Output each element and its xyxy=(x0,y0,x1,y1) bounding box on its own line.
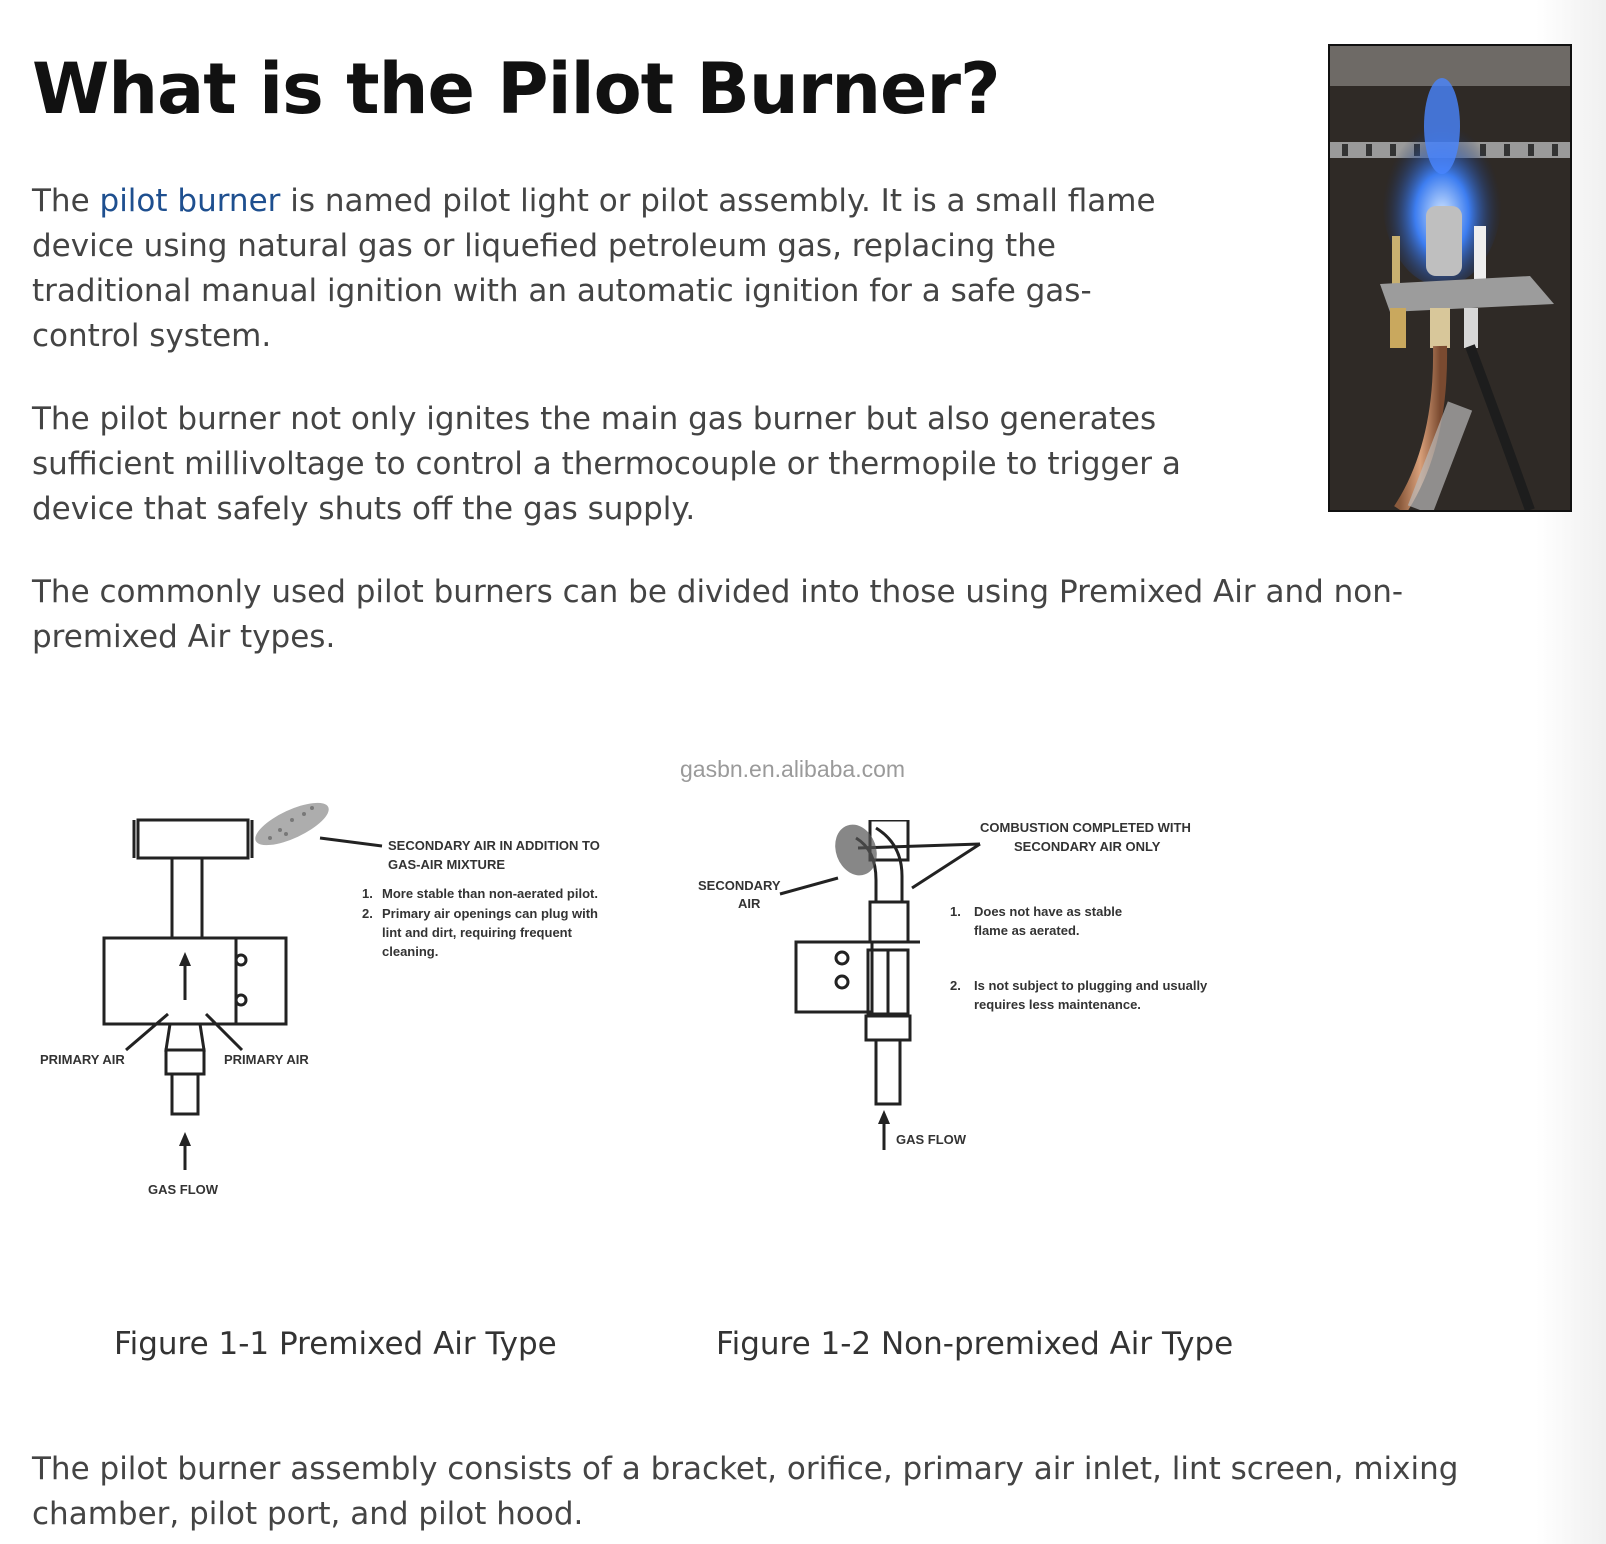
fig1-note1-line1: More stable than non-aerated pilot. xyxy=(382,886,598,901)
fig2-note1-line1: Does not have as stable xyxy=(974,904,1122,919)
fig1-note1-num: 1. xyxy=(362,886,373,901)
pilot-burner-photo xyxy=(1328,44,1572,512)
figure-1-caption: Figure 1-1 Premixed Air Type xyxy=(114,1326,557,1362)
intro-prefix: The xyxy=(32,183,100,219)
fig2-note2-num: 2. xyxy=(950,978,961,993)
types-paragraph: The commonly used pilot burners can be d… xyxy=(32,574,1404,655)
fig1-note2-num: 2. xyxy=(362,906,373,921)
function-paragraph: The pilot burner not only ignites the ma… xyxy=(32,401,1181,527)
fig2-secondary-line2: AIR xyxy=(738,896,761,911)
fig2-note1-num: 1. xyxy=(950,904,961,919)
intro-suffix: is named pilot light or pilot assembly. … xyxy=(32,183,1156,354)
non-premixed-air-diagram: COMBUSTION COMPLETED WITH SECONDARY AIR … xyxy=(680,818,1240,1180)
fig1-note2-line1: Primary air openings can plug with xyxy=(382,906,598,921)
fig2-gas-flow: GAS FLOW xyxy=(896,1132,967,1147)
pilot-burner-link[interactable]: pilot burner xyxy=(99,183,281,219)
intro-paragraph: The pilot burner is named pilot light or… xyxy=(32,179,1192,359)
page-title: What is the Pilot Burner? xyxy=(32,48,1001,130)
fig1-secondary-air-line2: GAS-AIR MIXTURE xyxy=(388,857,505,872)
fig1-gas-flow: GAS FLOW xyxy=(148,1182,219,1197)
fig2-note2-line1: Is not subject to plugging and usually xyxy=(974,978,1208,993)
fig2-combustion-line1: COMBUSTION COMPLETED WITH xyxy=(980,820,1191,835)
fig1-primary-air-right: PRIMARY AIR xyxy=(224,1052,309,1067)
fig2-combustion-line2: SECONDARY AIR ONLY xyxy=(1014,839,1161,854)
fig1-note2-line3: cleaning. xyxy=(382,944,438,959)
watermark: gasbn.en.alibaba.com xyxy=(680,756,906,782)
assembly-paragraph: The pilot burner assembly consists of a … xyxy=(32,1451,1459,1532)
fig1-primary-air-left: PRIMARY AIR xyxy=(40,1052,125,1067)
fig2-secondary-line1: SECONDARY xyxy=(698,878,781,893)
fig2-note1-line2: flame as aerated. xyxy=(974,923,1080,938)
premixed-air-diagram: SECONDARY AIR IN ADDITION TO GAS-AIR MIX… xyxy=(30,800,670,1220)
fig2-note2-line2: requires less maintenance. xyxy=(974,997,1141,1012)
fig1-note2-line2: lint and dirt, requiring frequent xyxy=(382,925,573,940)
fig1-secondary-air-line1: SECONDARY AIR IN ADDITION TO xyxy=(388,838,600,853)
figure-2-caption: Figure 1-2 Non-premixed Air Type xyxy=(716,1326,1234,1362)
